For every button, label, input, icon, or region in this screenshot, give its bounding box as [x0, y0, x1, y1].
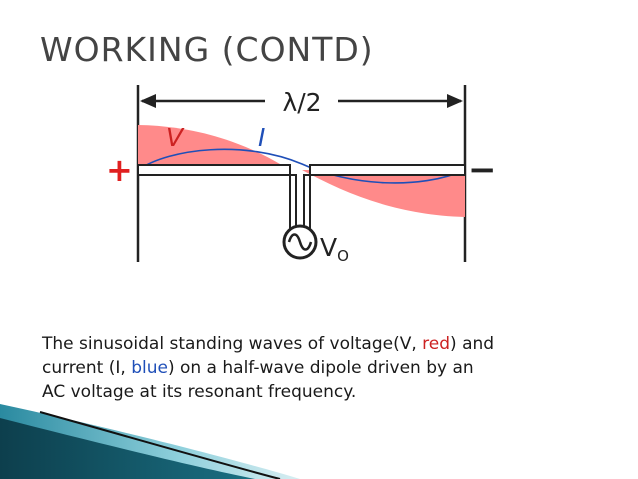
caption-line1-pre: The sinusoidal standing waves of voltage… [42, 334, 423, 354]
source-label-subscript: O [337, 247, 349, 265]
caption: The sinusoidal standing waves of voltage… [42, 332, 612, 404]
sine-wave-icon [287, 233, 313, 251]
current-label: I [258, 123, 265, 152]
caption-line1-post: ) and [450, 334, 495, 354]
caption-line2-post: ) on a half-wave dipole driven by an [167, 358, 474, 378]
source-label: VO [320, 233, 349, 265]
minus-sign: − [468, 150, 497, 190]
caption-blue-word: blue [131, 358, 168, 378]
span-arrowhead-right [447, 94, 463, 108]
span-label: λ/2 [282, 88, 321, 117]
slide-title: WORKING (CONTD) [40, 30, 374, 69]
swoosh-line [39, 411, 281, 479]
dipole-diagram: λ/2 V I VO + − [106, 85, 497, 265]
swoosh-dark [0, 418, 255, 479]
caption-line3: AC voltage at its resonant frequency. [42, 382, 357, 402]
current-wave [137, 148, 466, 184]
span-arrowhead-left [140, 94, 156, 108]
source-label-main: V [320, 233, 337, 262]
voltage-wave-left [138, 125, 290, 170]
caption-line2-pre: current (I, [42, 358, 132, 378]
voltage-label: V [166, 123, 185, 152]
plus-sign: + [106, 151, 133, 189]
caption-red-word: red [422, 334, 451, 354]
